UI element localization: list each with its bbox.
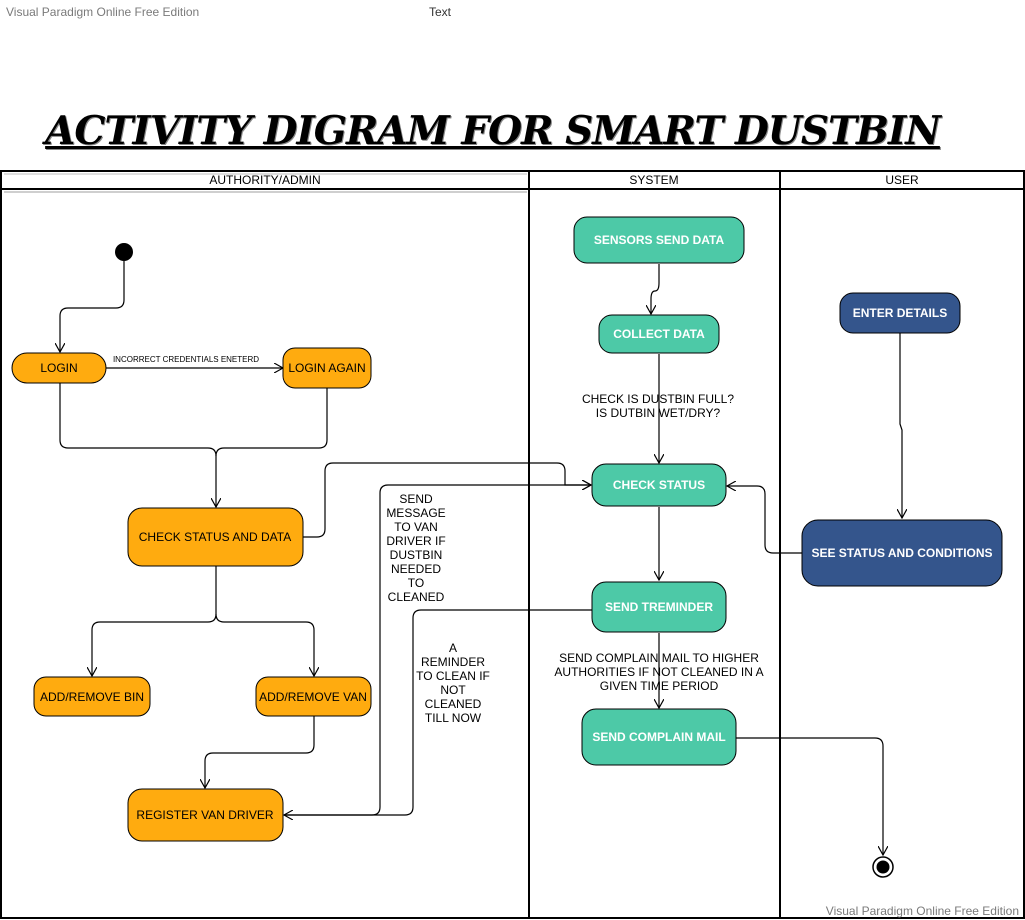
node-add-remove-bin-label: ADD/REMOVE BIN: [40, 690, 144, 704]
label-reminder-line: TILL NOW: [425, 711, 482, 725]
node-send-treminder[interactable]: SEND TREMINDER: [591, 581, 727, 633]
label-send-message-line: SEND: [399, 492, 433, 506]
edge-seestatus-checkstatus: [727, 486, 802, 554]
lane-title-system: SYSTEM: [629, 173, 678, 187]
node-send-treminder-label: SEND TREMINDER: [605, 600, 713, 614]
watermark-top: Visual Paradigm Online Free Edition: [6, 5, 200, 19]
edges: [60, 261, 902, 855]
node-enter-details[interactable]: ENTER DETAILS: [839, 292, 961, 334]
label-send-message-line: DRIVER IF: [386, 534, 445, 548]
node-check-status[interactable]: CHECK STATUS: [591, 463, 727, 507]
edge-checkstatusdata-checkstatus: [303, 462, 591, 538]
diagram-title: ACTIVITY DIGRAM FOR SMART DUSTBIN: [45, 108, 941, 154]
lane-title-admin: AUTHORITY/ADMIN: [209, 173, 320, 187]
edge-sensors-collect: [651, 264, 660, 314]
label-send-message-line: MESSAGE: [386, 506, 445, 520]
node-check-status-label: CHECK STATUS: [613, 478, 705, 492]
lane-title-user: USER: [885, 173, 919, 187]
label-complain-mail: SEND COMPLAIN MAIL TO HIGHER AUTHORITIES…: [554, 651, 763, 693]
node-enter-details-label: ENTER DETAILS: [853, 306, 947, 320]
node-login-again-label: LOGIN AGAIN: [288, 361, 365, 375]
label-incorrect-credentials: INCORRECT CREDENTIALS ENETERD: [113, 355, 259, 364]
edge-complain-end: [736, 737, 883, 855]
node-add-remove-bin[interactable]: ADD/REMOVE BIN: [33, 676, 151, 717]
label-reminder-line: NOT: [440, 683, 466, 697]
node-see-status-and-conditions[interactable]: SEE STATUS AND CONDITIONS: [801, 519, 1003, 587]
label-reminder: A REMINDER TO CLEAN IF NOT CLEANED TILL …: [416, 641, 490, 725]
label-reminder-line: REMINDER: [421, 655, 485, 669]
edge-checkstatusdata-addbin: [92, 566, 217, 676]
initial-node: [115, 243, 133, 261]
node-send-complain-mail[interactable]: SEND COMPLAIN MAIL: [581, 708, 737, 766]
edge-checkstatusdata-addvan: [215, 613, 314, 676]
label-check-full-line: CHECK IS DUSTBIN FULL?: [582, 392, 734, 406]
edge-loginagain-merge: [215, 388, 328, 457]
watermark-bottom: Visual Paradigm Online Free Edition: [825, 904, 1019, 918]
label-send-message-line: TO: [408, 576, 424, 590]
pool-border: [0, 170, 1025, 919]
node-see-status-and-conditions-label: SEE STATUS AND CONDITIONS: [811, 546, 992, 560]
label-reminder-line: A: [449, 641, 457, 655]
label-complain-mail-line: GIVEN TIME PERIOD: [600, 679, 719, 693]
label-complain-mail-line: SEND COMPLAIN MAIL TO HIGHER: [559, 651, 759, 665]
edge-start-login: [60, 261, 125, 352]
node-login[interactable]: LOGIN: [11, 352, 107, 384]
label-reminder-line: CLEANED: [425, 697, 482, 711]
node-register-van-driver[interactable]: REGISTER VAN DRIVER: [127, 788, 284, 842]
header-text: Text: [429, 5, 452, 19]
node-collect-data-label: COLLECT DATA: [613, 327, 705, 341]
node-collect-data[interactable]: COLLECT DATA: [598, 314, 720, 354]
label-send-message-line: NEEDED: [391, 562, 441, 576]
node-register-van-driver-label: REGISTER VAN DRIVER: [136, 808, 273, 822]
label-check-full-line: IS DUTBIN WET/DRY?: [596, 406, 721, 420]
edge-enterdetails-seestatus: [900, 333, 902, 518]
node-check-status-and-data-label: CHECK STATUS AND DATA: [139, 530, 291, 544]
label-send-message-line: DUSTBIN: [390, 548, 443, 562]
label-reminder-line: TO CLEAN IF: [416, 669, 490, 683]
node-sensors-send-data-label: SENSORS SEND DATA: [594, 233, 725, 247]
label-check-full: CHECK IS DUSTBIN FULL? IS DUTBIN WET/DRY…: [582, 392, 734, 420]
label-send-message-line: TO VAN: [394, 520, 438, 534]
node-add-remove-van[interactable]: ADD/REMOVE VAN: [255, 676, 372, 717]
edge-treminder-register: [284, 609, 592, 815]
node-add-remove-van-label: ADD/REMOVE VAN: [259, 690, 367, 704]
node-login-again[interactable]: LOGIN AGAIN: [282, 347, 372, 389]
label-send-message-line: CLEANED: [388, 590, 445, 604]
edge-register-checkstatus: [284, 485, 591, 816]
edge-addvan-register: [205, 716, 315, 788]
node-send-complain-mail-label: SEND COMPLAIN MAIL: [592, 730, 725, 744]
label-send-message: SEND MESSAGE TO VAN DRIVER IF DUSTBIN NE…: [386, 492, 445, 604]
edge-login-merge: [59, 383, 217, 457]
final-node: [872, 856, 894, 878]
node-sensors-send-data[interactable]: SENSORS SEND DATA: [573, 216, 745, 264]
swimlanes: AUTHORITY/ADMIN SYSTEM USER: [0, 170, 1025, 919]
label-complain-mail-line: AUTHORITIES IF NOT CLEANED IN A: [554, 665, 763, 679]
node-check-status-and-data[interactable]: CHECK STATUS AND DATA: [127, 507, 304, 567]
node-login-label: LOGIN: [40, 361, 77, 375]
